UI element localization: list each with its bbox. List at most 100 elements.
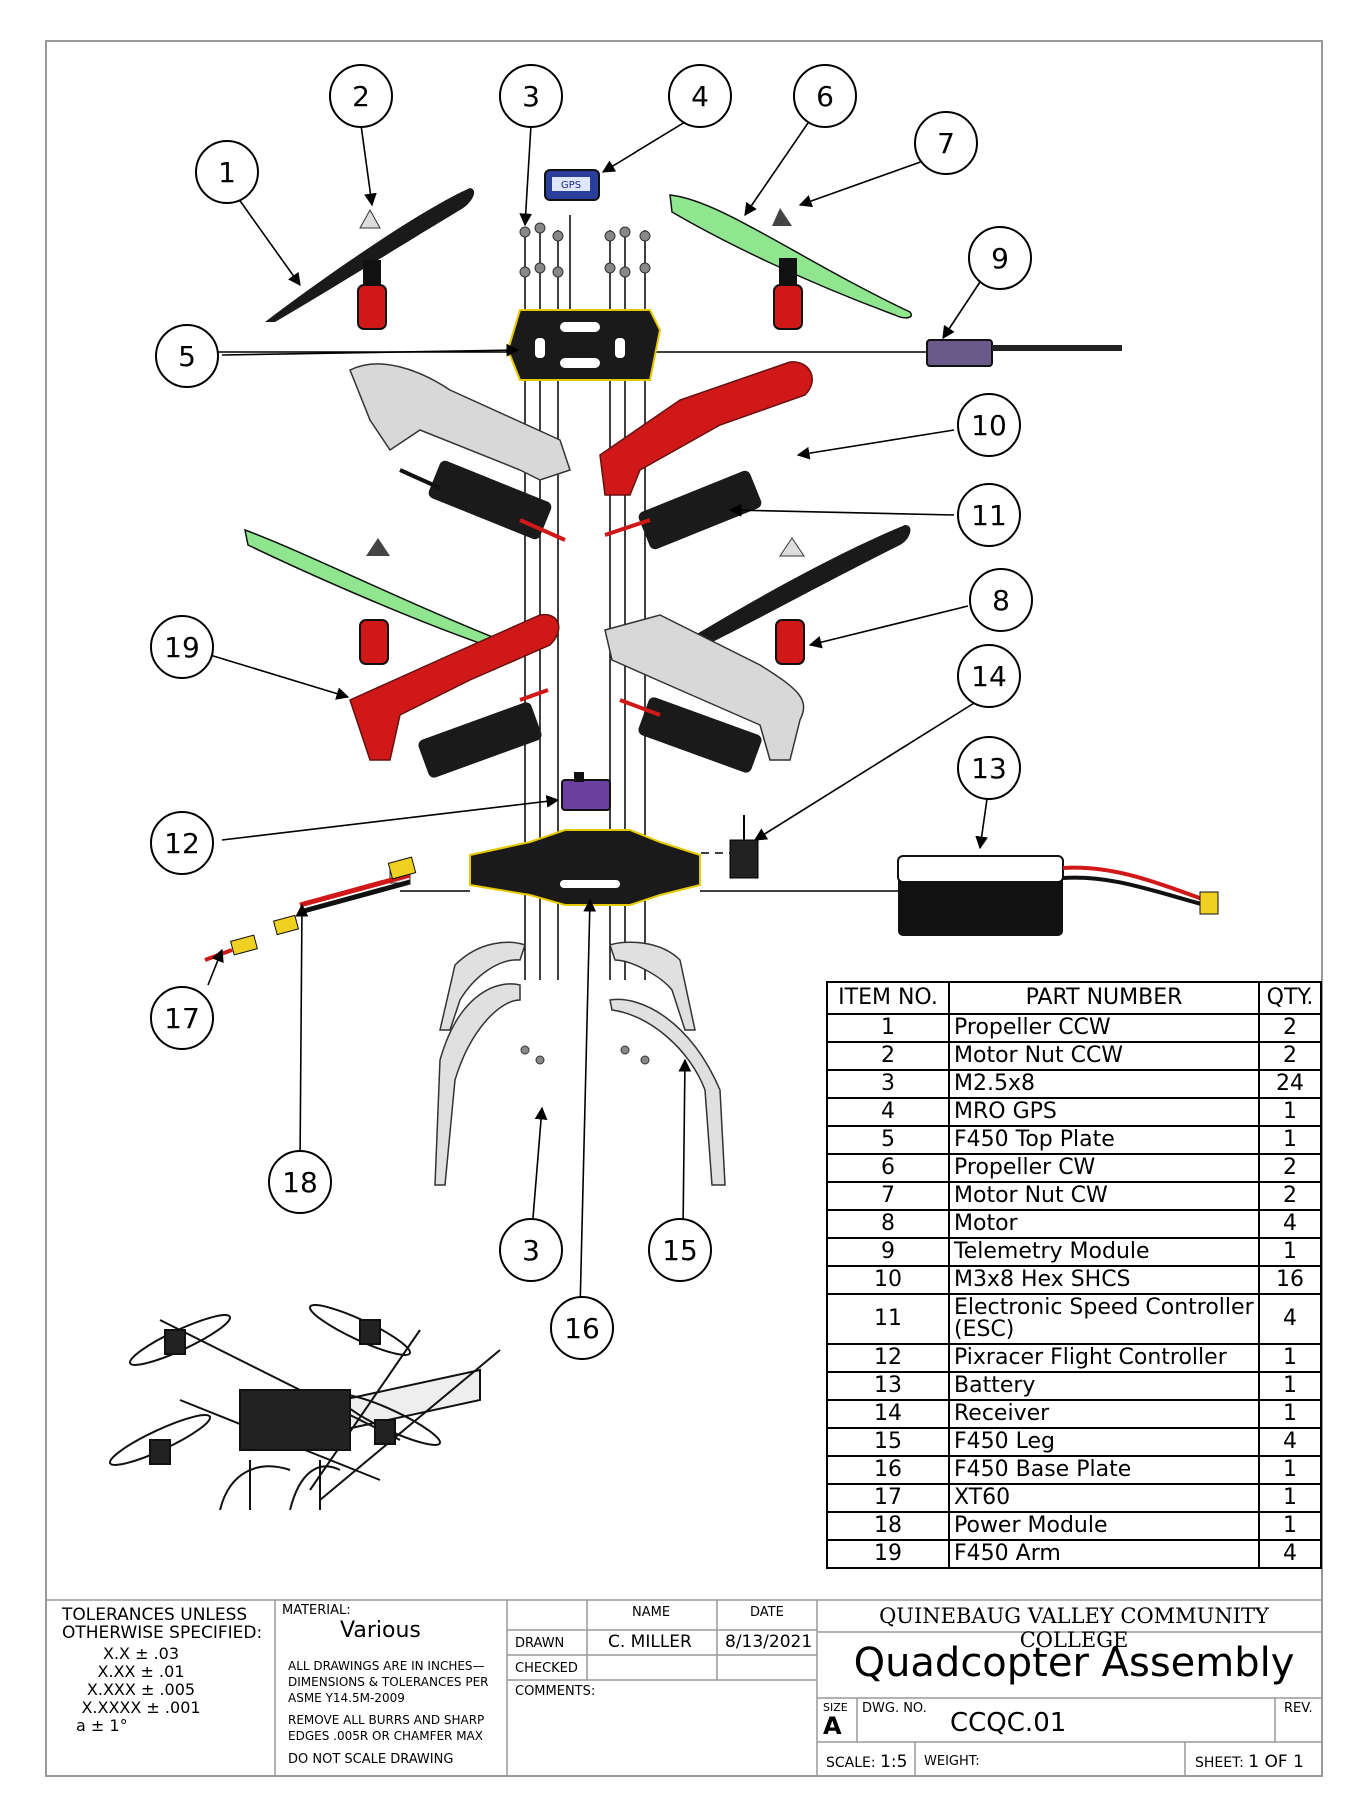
- bom-part-number: Motor: [948, 1209, 1260, 1239]
- balloon-9: 9: [968, 226, 1032, 290]
- balloon-number: 17: [164, 1002, 200, 1035]
- esc-top-right: [604, 470, 762, 550]
- bom-part-number: F450 Top Plate: [948, 1125, 1260, 1155]
- bom-item-no: 11: [826, 1293, 950, 1345]
- bom-part-number: Propeller CW: [948, 1153, 1260, 1183]
- flight-controller: [561, 772, 611, 811]
- arm-gray-bottom-right: [604, 614, 805, 761]
- size-label: SIZE: [823, 1701, 848, 1714]
- balloon-number: 2: [352, 80, 370, 113]
- bom-qty: 1: [1258, 1399, 1322, 1429]
- balloon-number: 9: [991, 242, 1009, 275]
- motor-nut-ccw: [359, 208, 381, 229]
- scale-label: SCALE:: [826, 1755, 876, 1771]
- bom-item-no: 3: [826, 1069, 950, 1099]
- tolerance-4: X.XXXX ± .001: [81, 1698, 201, 1717]
- arm-gray-top-left: [349, 363, 571, 481]
- motor-top-right: [773, 258, 803, 330]
- bom-item-no: 7: [826, 1181, 950, 1211]
- tolerances-list: X.X ± .03 X.XX ± .01 X.XXX ± .005 X.XXXX…: [66, 1645, 216, 1735]
- dwg-no-label: DWG. NO.: [862, 1701, 927, 1716]
- top-plate: [506, 309, 662, 381]
- gps-module: GPS: [544, 169, 600, 201]
- screws-top: [519, 222, 651, 278]
- tolerance-1: X.X ± .03: [102, 1644, 180, 1663]
- xt60-connector: [204, 934, 259, 962]
- balloon-number: 8: [992, 584, 1010, 617]
- bom-item-no: 16: [826, 1455, 950, 1485]
- bom-part-number: F450 Leg: [948, 1427, 1260, 1457]
- tolerances-heading: TOLERANCES UNLESS OTHERWISE SPECIFIED:: [62, 1605, 263, 1643]
- balloon-13: 13: [957, 736, 1021, 800]
- bom-item-no: 5: [826, 1125, 950, 1155]
- bom-part-number: XT60: [948, 1483, 1260, 1513]
- exploded-view: GPS: [108, 169, 1219, 1511]
- bom-item-no: 4: [826, 1097, 950, 1127]
- bom-item-no: 14: [826, 1399, 950, 1429]
- esc-bottom-left: [418, 688, 549, 778]
- balloon-17: 17: [150, 986, 214, 1050]
- power-module: [272, 856, 417, 936]
- balloon-number: 6: [816, 80, 834, 113]
- balloon-15: 15: [648, 1218, 712, 1282]
- balloon-1: 1: [195, 140, 259, 204]
- bom-item-no: 15: [826, 1427, 950, 1457]
- motor-bottom-right: [775, 619, 805, 665]
- bom-qty: 4: [1258, 1427, 1322, 1457]
- bom-item-no: 2: [826, 1041, 950, 1071]
- motor-nut-cw: [772, 208, 792, 226]
- bom-item-no: 19: [826, 1539, 950, 1569]
- drawing-title: Quadcopter Assembly: [853, 1640, 1295, 1686]
- bom-item-no: 9: [826, 1237, 950, 1267]
- telemetry-module: [926, 339, 1122, 367]
- battery: [897, 855, 1219, 936]
- bom-qty: 24: [1258, 1069, 1322, 1099]
- bom-qty: 1: [1258, 1125, 1322, 1155]
- material-value: Various: [340, 1618, 421, 1643]
- balloon-19: 19: [150, 615, 214, 679]
- bom-qty: 2: [1258, 1013, 1322, 1043]
- bom-header-row: ITEM NO. PART NUMBER QTY.: [826, 981, 1322, 1015]
- balloon-6: 6: [793, 64, 857, 128]
- date-label: DATE: [750, 1605, 784, 1620]
- bom-qty: 1: [1258, 1511, 1322, 1541]
- bom-qty: 4: [1258, 1539, 1322, 1569]
- tolerance-angle: a ± 1°: [76, 1716, 128, 1735]
- legs: [434, 941, 726, 1186]
- balloon-number: 3: [522, 80, 540, 113]
- bom-qty: 1: [1258, 1097, 1322, 1127]
- bom-item-no: 10: [826, 1265, 950, 1295]
- note-inches: ALL DRAWINGS ARE IN INCHES— DIMENSIONS &…: [288, 1659, 489, 1705]
- bom-qty: 16: [1258, 1265, 1322, 1295]
- bom-qty: 2: [1258, 1041, 1322, 1071]
- balloon-number: 15: [662, 1234, 698, 1267]
- bom-item-no: 18: [826, 1511, 950, 1541]
- base-plate: [469, 829, 701, 906]
- bom-part-number: Battery: [948, 1371, 1260, 1401]
- sheet-value: 1 OF 1: [1248, 1752, 1304, 1772]
- bom-part-number: Motor Nut CW: [948, 1181, 1260, 1211]
- balloon-number: 11: [971, 499, 1007, 532]
- balloon-number: 10: [971, 409, 1007, 442]
- tolerance-2: X.XX ± .01: [97, 1662, 185, 1681]
- bom-qty: 2: [1258, 1181, 1322, 1211]
- bom-header-part: PART NUMBER: [948, 981, 1260, 1015]
- esc-top-left: [399, 460, 566, 542]
- arm-red-top-right: [599, 361, 813, 496]
